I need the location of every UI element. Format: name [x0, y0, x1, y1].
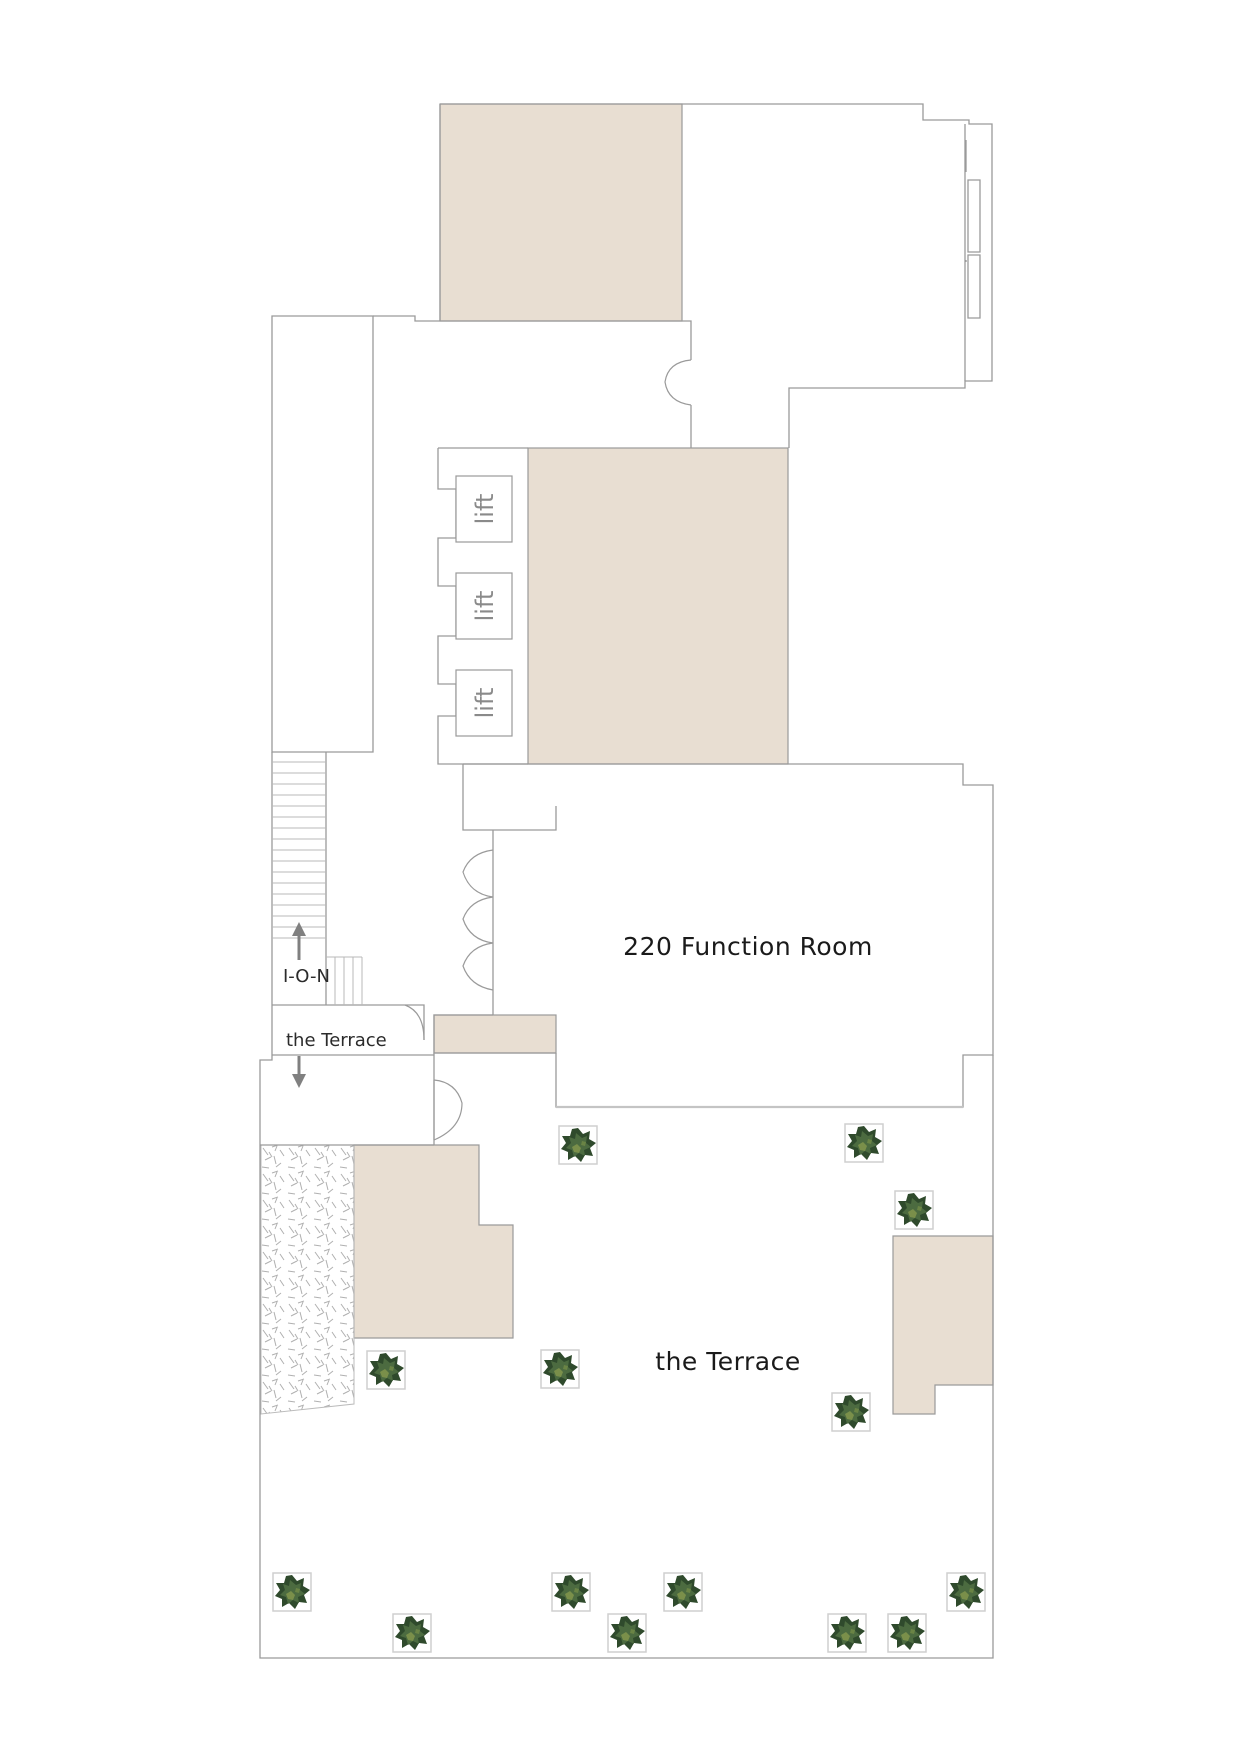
service-area-entry	[433, 1014, 557, 1054]
tree-icon	[540, 1349, 580, 1389]
service-areas	[353, 103, 994, 1415]
tree-icon	[844, 1123, 884, 1163]
door-swing-icon	[462, 896, 494, 944]
door-swing-icon	[462, 849, 494, 898]
service-area-top	[439, 103, 683, 322]
tree-icon	[663, 1572, 703, 1612]
terrace-label: the Terrace	[655, 1347, 800, 1376]
tree-icon	[887, 1613, 927, 1653]
service-area-terrace-right	[892, 1235, 994, 1415]
tree-icon	[392, 1613, 432, 1653]
arrow-up-icon	[292, 922, 306, 960]
tree-icon	[558, 1125, 598, 1165]
lift-label: lift	[471, 688, 499, 719]
door-swing-icon	[404, 1004, 425, 1041]
lift-box	[455, 572, 513, 640]
door-swing-icon	[433, 1079, 463, 1141]
lift-label: lift	[471, 591, 499, 622]
tree-icon	[272, 1572, 312, 1612]
ion-link-label: I-O-N	[283, 966, 330, 987]
function-room-label: 220 Function Room	[623, 932, 873, 961]
lift-box	[455, 475, 513, 543]
service-area-terrace-left	[353, 1144, 514, 1339]
door-swing-icon	[462, 942, 494, 991]
tree-icon	[607, 1613, 647, 1653]
tree-icon	[366, 1350, 406, 1390]
tree-icon	[894, 1190, 934, 1230]
tree-icon	[551, 1572, 591, 1612]
terrace-link-label: the Terrace	[286, 1030, 387, 1051]
door-swing-icon	[664, 359, 692, 406]
lift-label: lift	[471, 494, 499, 525]
stairs-icon	[272, 761, 363, 1005]
lifts: lift lift lift	[455, 475, 513, 737]
tree-icon	[827, 1613, 867, 1653]
tree-icon	[946, 1572, 986, 1612]
service-area-core	[527, 447, 789, 765]
doors	[404, 359, 692, 1141]
gravel-bed	[260, 1144, 355, 1415]
arrow-down-icon	[292, 1056, 306, 1088]
lift-box	[455, 669, 513, 737]
tree-icon	[831, 1392, 871, 1432]
walls	[259, 103, 994, 1659]
